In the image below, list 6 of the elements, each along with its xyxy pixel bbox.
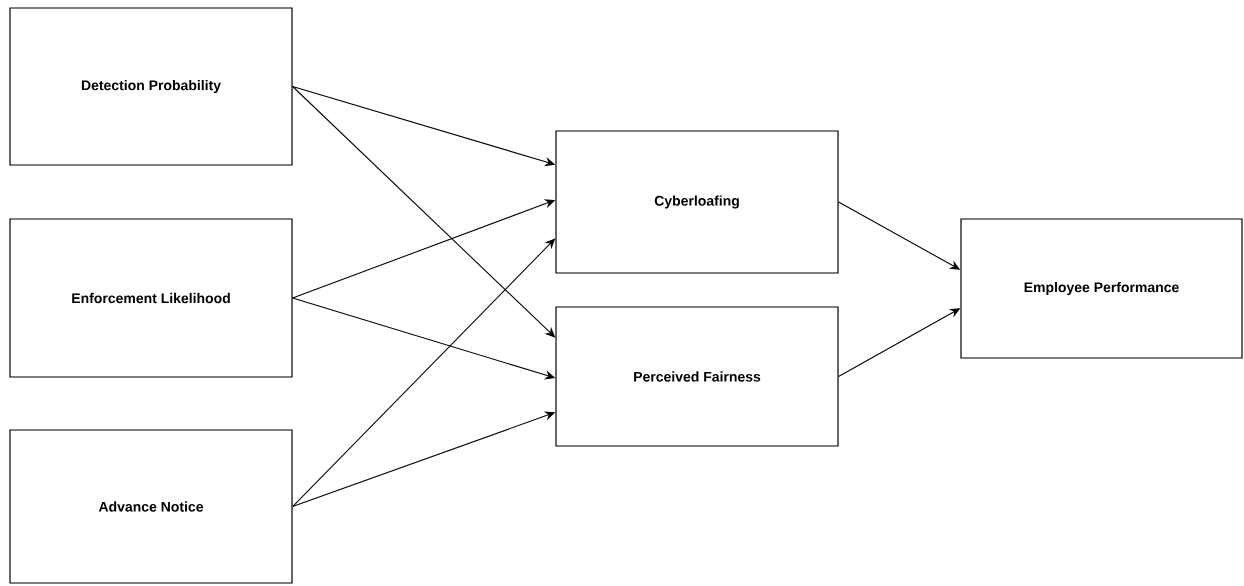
- variable-box: Perceived Fairness: [555, 306, 839, 447]
- variable-box: Cyberloafing: [555, 130, 839, 274]
- variable-box: Employee Performance: [960, 218, 1243, 359]
- variable-box: Enforcement Likelihood: [9, 218, 293, 378]
- variable-box: Detection Probability: [9, 7, 293, 166]
- variable-box: Advance Notice: [9, 429, 293, 584]
